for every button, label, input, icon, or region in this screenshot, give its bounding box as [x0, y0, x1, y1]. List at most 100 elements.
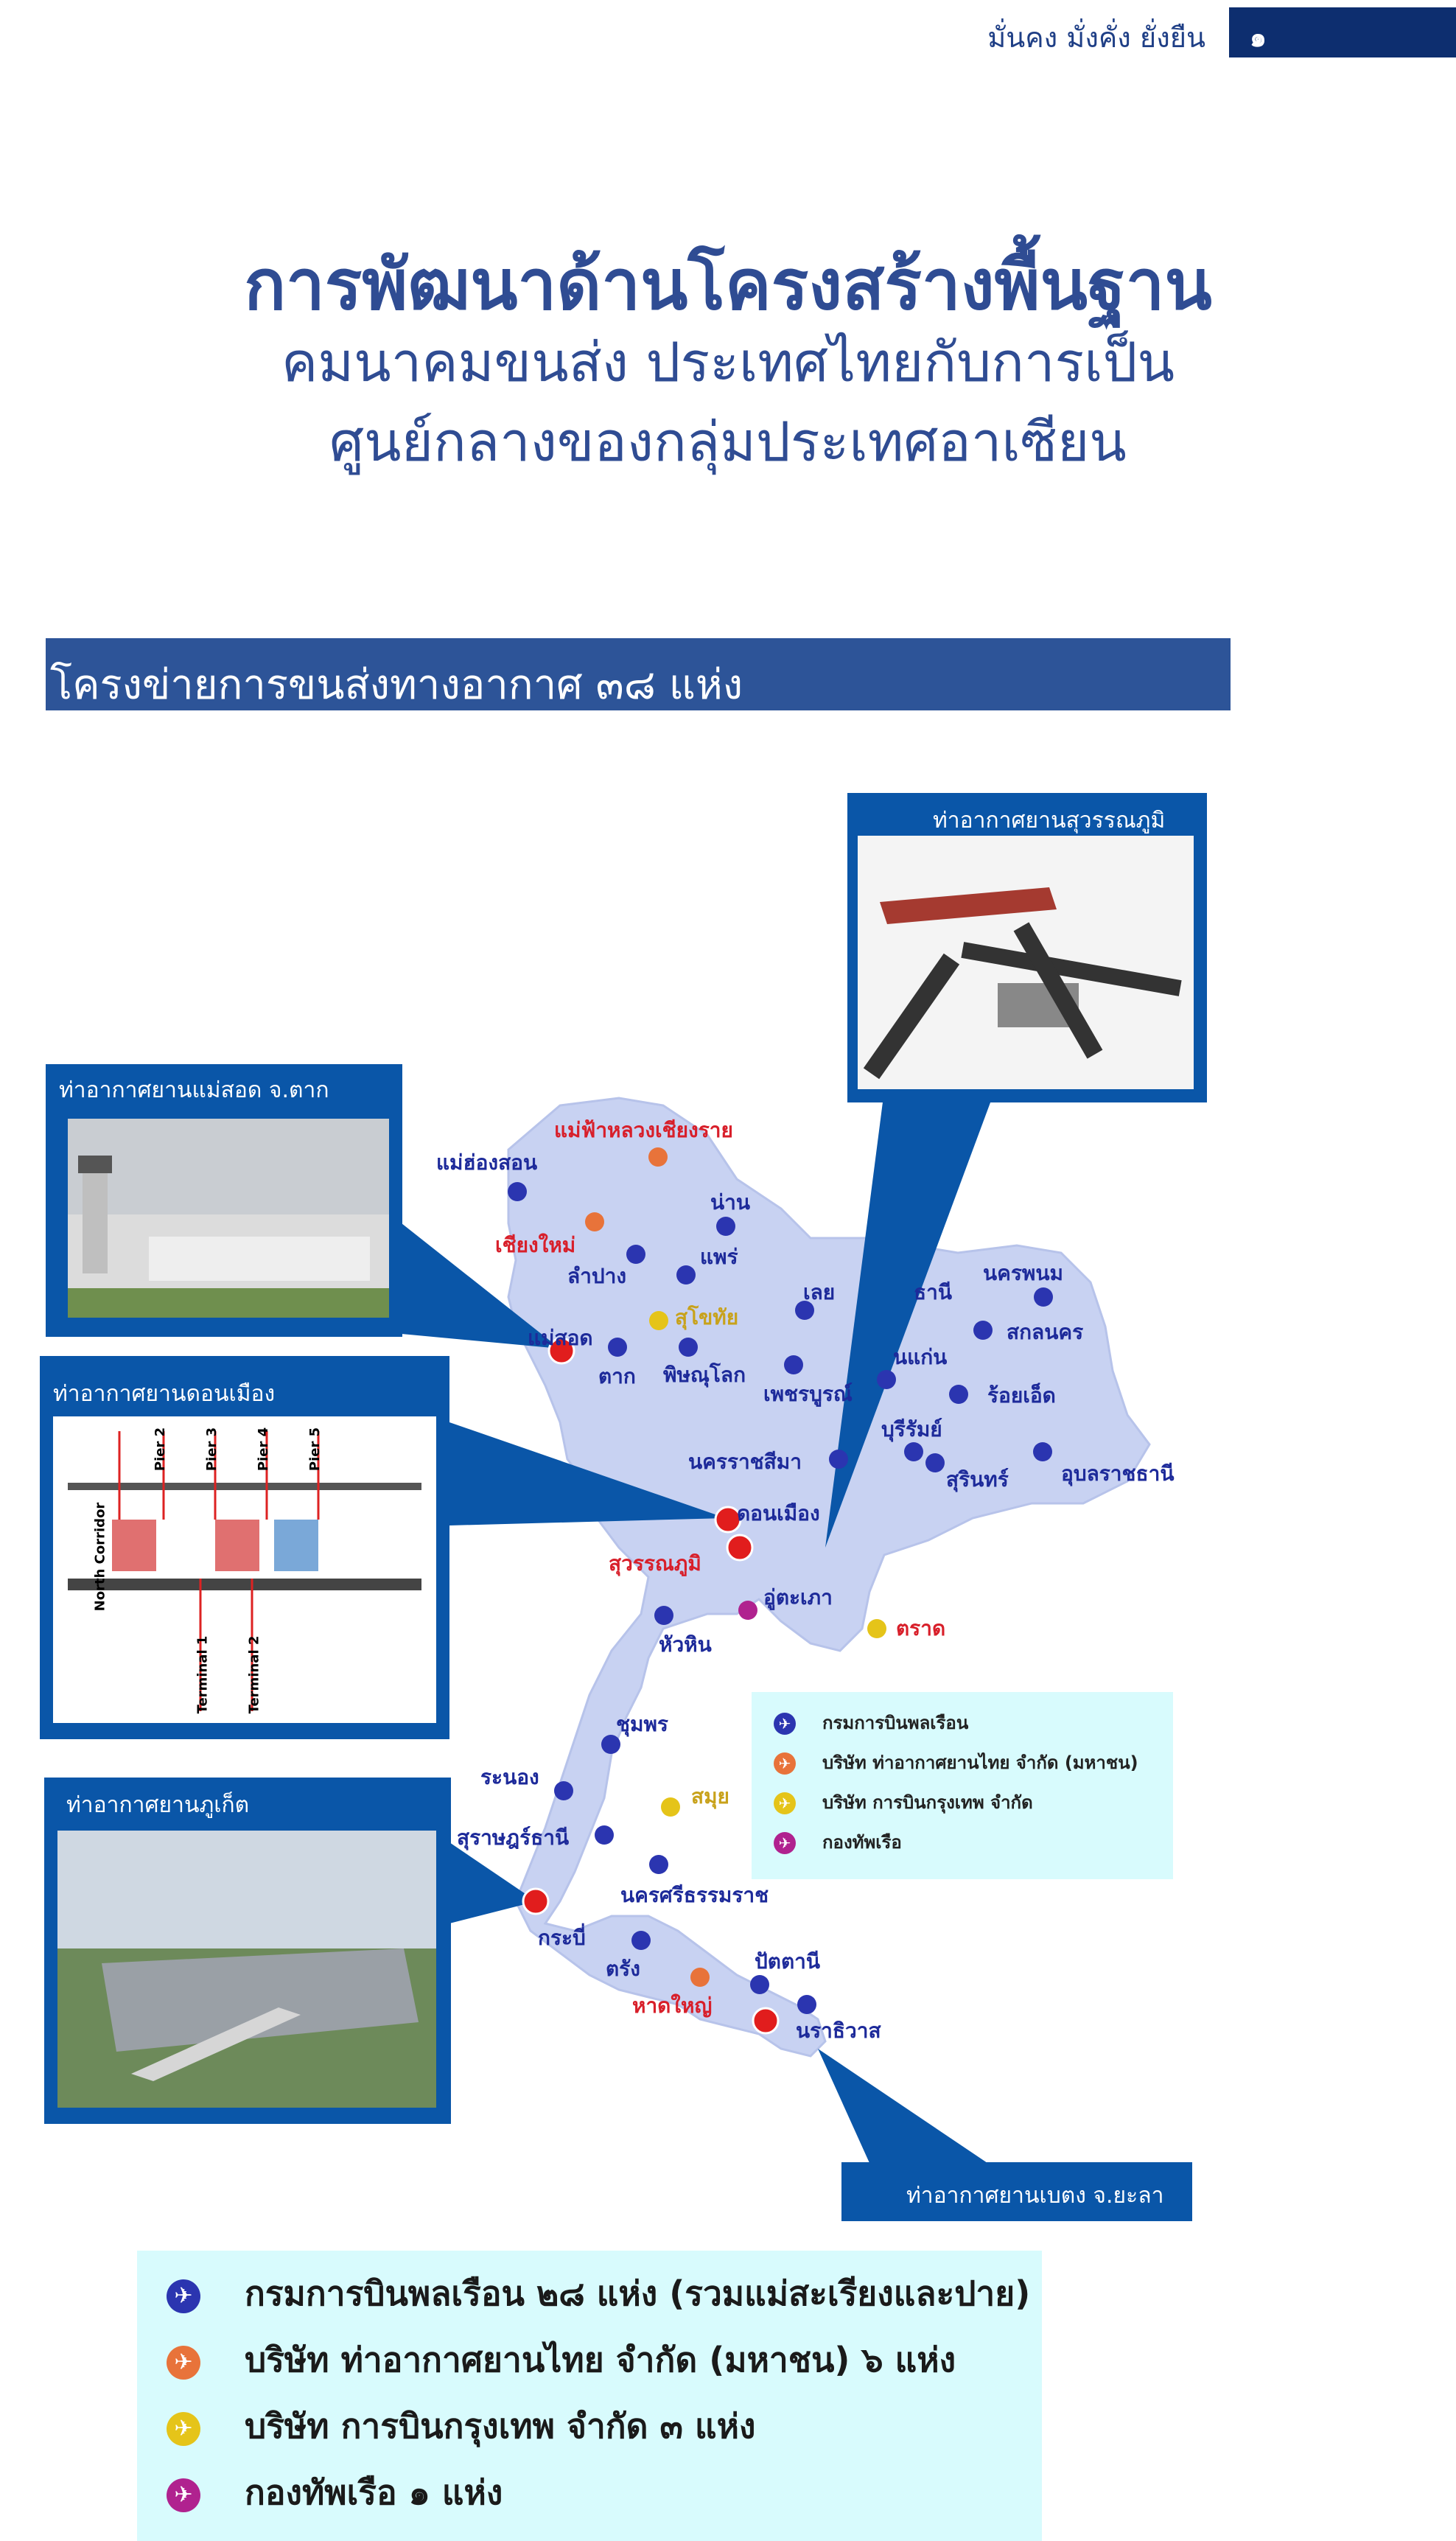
section-title: โครงข่ายการขนส่งทางอากาศ ๓๘ แห่ง: [50, 661, 743, 709]
airplane-icon: ✈: [774, 1832, 796, 1854]
pier-label: Pier 3: [204, 1427, 220, 1472]
summary-label: บริษัท การบินกรุงเทพ จำกัด ๓ แห่ง: [245, 2406, 756, 2446]
section-header-bar: โครงข่ายการขนส่งทางอากาศ ๓๘ แห่ง: [46, 638, 1231, 710]
terminal-label: Terminal 1: [195, 1635, 211, 1714]
legend-item: ✈ กองทัพเรือ: [774, 1828, 902, 1856]
label-loei: เลย: [803, 1280, 836, 1304]
summary-item: ✈ บริษัท การบินกรุงเทพ จำกัด ๓ แห่ง: [167, 2400, 755, 2453]
label-narathiwat: นราธิวาส: [796, 2019, 881, 2043]
page-title-line1: การพัฒนาด้านโครงสร้างพื้นฐาน: [244, 245, 1212, 326]
summary-label: บริษัท ท่าอากาศยานไทย จำกัด (มหาชน) ๖ แห…: [245, 2340, 956, 2380]
summary-label: กองทัพเรือ ๑ แห่ง: [245, 2472, 503, 2512]
label-pattani: ปัตตานี: [755, 1949, 821, 1974]
label-samui: สมุย: [691, 1784, 729, 1808]
callout-title-donmueang: ท่าอากาศยานดอนเมือง: [53, 1381, 276, 1407]
callout-maesot: ท่าอากาศยานแม่สอด จ.ตาก: [46, 1064, 402, 1337]
airplane-icon: ✈: [167, 2478, 200, 2512]
label-udon: ธานี: [914, 1280, 952, 1304]
legend-label: กองทัพเรือ: [822, 1832, 902, 1853]
label-chiangmai: เชียงใหม่: [495, 1233, 576, 1257]
label-nan: น่าน: [710, 1190, 751, 1214]
label-maehongson: แม่ฮ่องสอน: [436, 1150, 538, 1175]
terminal-label: Terminal 2: [246, 1635, 262, 1714]
airplane-icon: ✈: [167, 2345, 200, 2380]
label-utapao: อู่ตะเภา: [763, 1585, 833, 1609]
label-trat: ตราด: [896, 1616, 946, 1640]
page-title-line2: คมนาคมขนส่ง ประเทศไทยกับการเป็น: [281, 331, 1175, 394]
label-roiet: ร้อยเอ็ด: [987, 1383, 1056, 1408]
label-hatyai: หาดใหญ่: [632, 1993, 713, 2018]
label-maesot: แม่สอด: [528, 1326, 593, 1350]
corridor-label: North Corridor: [92, 1502, 108, 1612]
label-sukhothai: สุโขทัย: [675, 1305, 739, 1329]
label-phetchabun: เพชรบูรณ์: [763, 1382, 853, 1406]
callout-pointer-betong: [818, 2049, 987, 2163]
header-motto: มั่นคง มั่งคั่ง ยั่งยืน: [987, 21, 1205, 54]
summary-item: ✈กรมการบินพลเรือน ๒๘ แห่ง (รวมแม่สะเรียง…: [167, 2267, 1030, 2321]
airport-summary-legend: ✈กรมการบินพลเรือน ๒๘ แห่ง (รวมแม่สะเรียง…: [137, 2251, 1042, 2541]
callout-pointer-suvarnabhumi: [825, 1091, 995, 1548]
label-surin: สุรินทร์: [946, 1467, 1009, 1492]
thailand-airport-map: [402, 1091, 1151, 2163]
marker-phuket: [522, 1887, 550, 1915]
label-tak: ตาก: [598, 1364, 636, 1388]
label-huahin: หัวหิน: [659, 1632, 712, 1657]
legend-item: ✈กรมการบินพลเรือน: [774, 1708, 968, 1737]
callout-title-phuket: ท่าอากาศยานภูเก็ต: [66, 1792, 250, 1818]
callout-suvarnabhumi: ท่าอากาศยานสุวรรณภูมิ: [847, 793, 1207, 1102]
label-krabi: กระบี่: [538, 1926, 586, 1950]
label-ranong: ระนอง: [480, 1765, 539, 1789]
airplane-icons-blue: [508, 1182, 1053, 2014]
airplane-icon: ✈: [167, 2279, 200, 2313]
label-ubon: อุบลราชธานี: [1061, 1461, 1175, 1486]
donmueang-diagram: Pier 2 Pier 3 Pier 4 Pier 5 North Corrid…: [53, 1416, 436, 1723]
airplane-icons-purple: [738, 1601, 757, 1620]
airplane-icon: ✈: [774, 1752, 796, 1775]
airplane-icon: ✈: [167, 2411, 200, 2446]
maesot-image: [68, 1119, 389, 1318]
page-number: ๑: [1250, 23, 1267, 53]
marker-donmueang: [714, 1506, 742, 1534]
label-sakon: สกลนคร: [1007, 1320, 1084, 1344]
airplane-icon: ✈: [774, 1792, 796, 1814]
callout-title-maesot: ท่าอากาศยานแม่สอด จ.ตาก: [59, 1077, 329, 1103]
map-legend: ✈กรมการบินพลเรือน ✈บริษัท ท่าอากาศยานไทย…: [752, 1692, 1173, 1879]
label-chumphon: ชุมพร: [616, 1712, 668, 1736]
legend-label: บริษัท การบินกรุงเทพ จำกัด: [822, 1792, 1033, 1813]
pier-label: Pier 4: [256, 1427, 272, 1472]
summary-item: ✈ บริษัท ท่าอากาศยานไทย จำกัด (มหาชน) ๖ แ…: [167, 2333, 956, 2387]
airplane-icons-orange: [585, 1147, 710, 1987]
marker-betong: [752, 2007, 780, 2035]
suvarnabhumi-image: [858, 836, 1194, 1089]
callout-betong: ท่าอากาศยานเบตง จ.ยะลา: [841, 2162, 1192, 2221]
label-suratthani: สุราษฎร์ธานี: [457, 1825, 570, 1850]
legend-label: บริษัท ท่าอากาศยานไทย จำกัด (มหาชน): [822, 1752, 1138, 1773]
label-phrae: แพร่: [700, 1245, 738, 1269]
airplane-icons-gold: [649, 1311, 886, 1817]
label-khonkaen: นแก่น: [893, 1345, 948, 1369]
label-maefahluang: แม่ฟ้าหลวงเชียงราย: [554, 1118, 733, 1142]
label-korat: นครราชสีมา: [688, 1450, 802, 1474]
callout-pointer-donmueang: [449, 1422, 726, 1525]
label-nakhonphanom: นครพนม: [983, 1261, 1063, 1285]
page-number-box: ๑: [1229, 7, 1456, 57]
label-phitsanulok: พิษณุโลก: [663, 1363, 746, 1387]
callout-donmueang: ท่าอากาศยานดอนเมือง Pier 2 Pier 3 Pier 4…: [40, 1356, 449, 1739]
legend-item: ✈ บริษัท ท่าอากาศยานไทย จำกัด (มหาชน): [774, 1748, 1138, 1777]
callout-pointer-maesot: [402, 1223, 560, 1349]
thailand-map-shape: [507, 1097, 1151, 2058]
marker-suvarnabhumi: [726, 1534, 754, 1562]
label-lampang: ลำปาง: [567, 1264, 627, 1288]
summary-item: ✈ กองทัพเรือ ๑ แห่ง: [167, 2466, 503, 2520]
pier-label: Pier 5: [307, 1427, 323, 1472]
label-suvarnabhumi: สุวรรณภูมิ: [609, 1551, 701, 1576]
callout-phuket: ท่าอากาศยานภูเก็ต: [44, 1778, 451, 2124]
pier-label: Pier 2: [153, 1427, 169, 1472]
callout-title-suvarnabhumi: ท่าอากาศยานสุวรรณภูมิ: [933, 808, 1166, 833]
page-title-line3: ศูนย์กลางของกลุ่มประเทศอาเซียน: [329, 410, 1127, 474]
label-donmueang: ดอนเมือง: [737, 1501, 820, 1525]
legend-label: กรมการบินพลเรือน: [822, 1713, 969, 1733]
marker-maesot: [547, 1337, 575, 1365]
legend-item: ✈ บริษัท การบินกรุงเทพ จำกัด: [774, 1788, 1033, 1817]
label-trang: ตรัง: [606, 1957, 640, 1981]
